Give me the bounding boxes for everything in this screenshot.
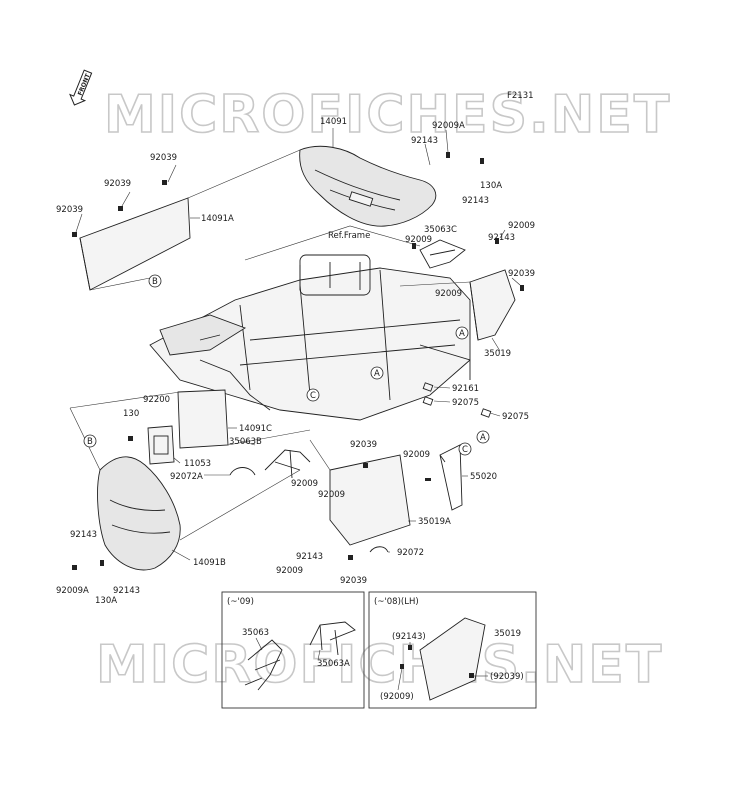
svg-text:B: B xyxy=(87,437,93,447)
label-92075: 92075 xyxy=(452,398,479,408)
label-92009: 92009 xyxy=(318,490,345,500)
label-92143: 92143 xyxy=(488,233,515,243)
side-panel-14091A xyxy=(79,197,191,291)
label-92143: 92143 xyxy=(70,530,97,540)
label-14091C: 14091C xyxy=(239,424,272,434)
rear-fender-14091 xyxy=(299,145,437,227)
callout-a-mid: A xyxy=(370,366,384,380)
clamp-92072 xyxy=(369,546,389,553)
label-92039: 92039 xyxy=(340,576,367,586)
svg-text:A: A xyxy=(480,433,486,443)
label-92039: 92039 xyxy=(56,205,83,215)
label-35019: 35019 xyxy=(484,349,511,359)
label-130A: 130A xyxy=(95,596,117,606)
label-35019-inset: 35019 xyxy=(494,629,521,639)
label-92009: 92009 xyxy=(508,221,535,231)
callout-b-lower: B xyxy=(83,434,97,448)
label-92039: 92039 xyxy=(104,179,131,189)
label-92039: 92039 xyxy=(350,440,377,450)
main-frame xyxy=(149,254,471,421)
bracket-35063 xyxy=(244,639,283,691)
reference-lines xyxy=(69,149,471,541)
bolts xyxy=(72,152,524,570)
label-35063B: 35063B xyxy=(229,437,262,447)
label-35019A: 35019A xyxy=(418,517,451,527)
part-labels: 14091 92009A 92143 130A 92143 92039 9203… xyxy=(56,117,535,606)
leader-lines xyxy=(75,128,521,561)
callout-a-right: A xyxy=(455,326,469,340)
mud-guard-35019A xyxy=(329,454,411,546)
callout-a-lower: A xyxy=(476,430,490,444)
svg-text:B: B xyxy=(152,277,158,287)
label-92143: 92143 xyxy=(296,552,323,562)
label-14091B: 14091B xyxy=(193,558,226,568)
label-92143-inset: (92143) xyxy=(392,632,426,642)
label-92009: 92009 xyxy=(291,479,318,489)
mud-guard-35019-inset xyxy=(419,617,486,701)
label-130A: 130A xyxy=(480,181,502,191)
label-35063C: 35063C xyxy=(424,225,457,235)
cover-11053 xyxy=(147,425,175,465)
label-92143: 92143 xyxy=(113,586,140,596)
callout-b-top: B xyxy=(148,274,162,288)
callout-c-mid: C xyxy=(306,388,320,402)
label-92009: 92009 xyxy=(403,450,430,460)
inset-left-title: (~'09) xyxy=(227,597,254,607)
label-ref-frame: Ref.Frame xyxy=(328,231,370,241)
label-35063A: 35063A xyxy=(317,659,350,669)
label-92009: 92009 xyxy=(276,566,303,576)
label-92009: 92009 xyxy=(405,235,432,245)
label-92161: 92161 xyxy=(452,384,479,394)
label-92039: 92039 xyxy=(150,153,177,163)
svg-text:C: C xyxy=(462,445,468,455)
label-92009A: 92009A xyxy=(56,586,89,596)
label-14091: 14091 xyxy=(320,117,347,127)
svg-text:A: A xyxy=(374,369,380,379)
label-92009: 92009 xyxy=(435,289,462,299)
bracket-35063A xyxy=(309,621,356,656)
callout-c-lower: C xyxy=(458,442,472,456)
label-11053: 11053 xyxy=(184,459,211,469)
label-130: 130 xyxy=(123,409,139,419)
svg-text:C: C xyxy=(310,391,316,401)
front-fender-14091B xyxy=(97,456,181,571)
label-92200: 92200 xyxy=(143,395,170,405)
label-92072: 92072 xyxy=(397,548,424,558)
inset-right-box xyxy=(368,591,537,709)
bracket-35063C xyxy=(419,239,466,269)
label-35063: 35063 xyxy=(242,628,269,638)
label-92143: 92143 xyxy=(462,196,489,206)
label-92039-inset: (92039) xyxy=(490,672,524,682)
bracket-35063B xyxy=(264,449,311,479)
label-92009-inset: (92009) xyxy=(380,692,414,702)
plate-14091C xyxy=(177,389,229,449)
figure-code: F2131 xyxy=(507,91,534,101)
label-14091A: 14091A xyxy=(201,214,234,224)
inset-right-title: (~'08)(LH) xyxy=(374,597,419,607)
label-92072A: 92072A xyxy=(170,472,203,482)
label-92143: 92143 xyxy=(411,136,438,146)
label-92009A: 92009A xyxy=(432,121,465,131)
front-arrow-icon: FRONT xyxy=(69,69,93,106)
label-55020: 55020 xyxy=(470,472,497,482)
inset-left-box xyxy=(221,591,365,709)
watermark-bottom: MICROFICHES.NET xyxy=(96,635,663,695)
clamp-92072A xyxy=(229,467,256,476)
label-92075: 92075 xyxy=(502,412,529,422)
label-92039: 92039 xyxy=(508,269,535,279)
watermark-top: MICROFICHES.NET xyxy=(104,85,671,145)
svg-text:A: A xyxy=(459,329,465,339)
bracket-55020 xyxy=(439,444,463,511)
